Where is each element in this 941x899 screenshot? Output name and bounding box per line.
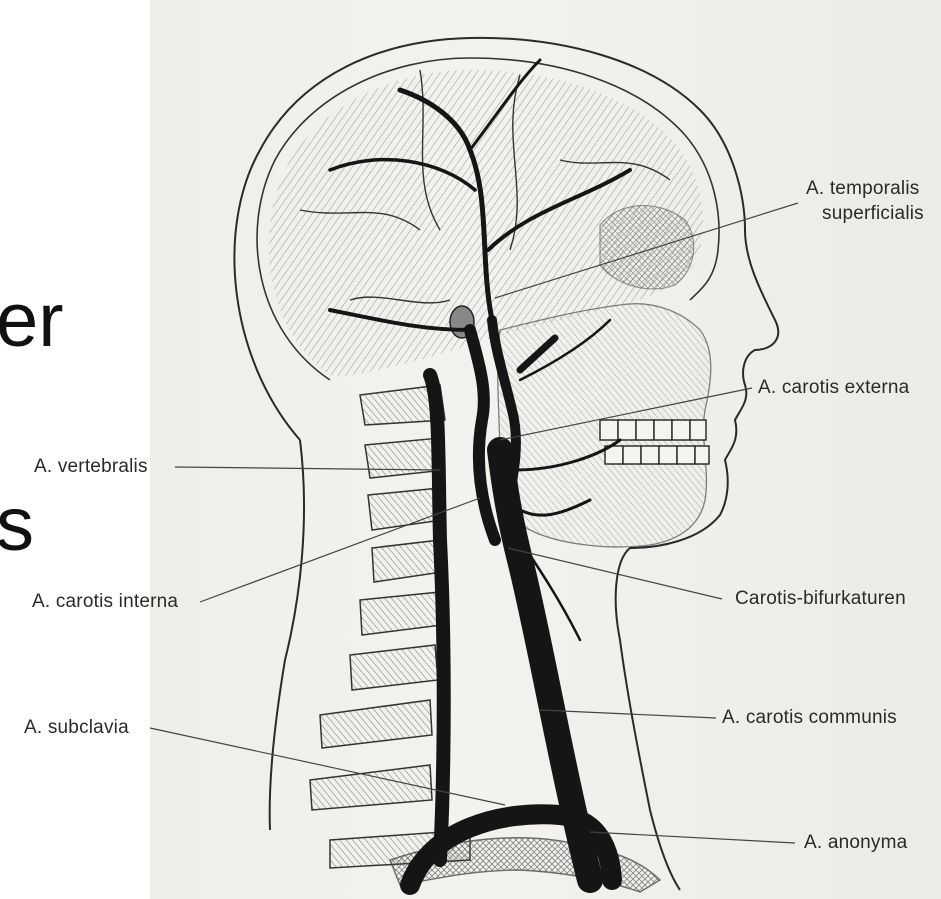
lower-teeth (605, 446, 709, 464)
label-carotis-communis: A. carotis communis (722, 707, 897, 729)
label-carotis-externa: A. carotis externa (758, 377, 909, 399)
label-bifurkaturen: Carotis-bifurkaturen (735, 588, 906, 610)
label-anonyma: A. anonyma (804, 832, 907, 854)
label-temporalis-line1: A. temporalis (806, 178, 919, 200)
label-temporalis-line2: superficialis (822, 203, 924, 225)
orbit (600, 206, 694, 289)
upper-teeth (600, 420, 706, 440)
neck-back-outline (270, 440, 304, 830)
label-carotis-interna: A. carotis interna (32, 591, 178, 613)
label-subclavia: A. subclavia (24, 717, 129, 739)
label-vertebralis: A. vertebralis (34, 456, 148, 478)
